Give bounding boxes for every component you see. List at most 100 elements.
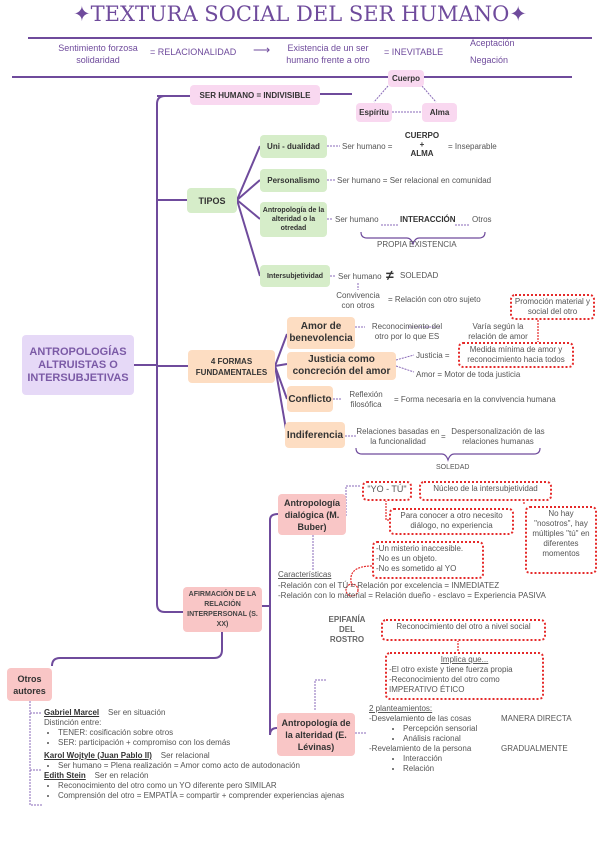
text: CUERPO xyxy=(404,131,440,140)
text: 2 planteamientos: xyxy=(369,704,433,713)
epifania: EPIFANÍA DEL ROSTRO xyxy=(328,615,366,644)
amor-benevolencia-node: Amor de benevolencia xyxy=(287,317,355,349)
text: INTERACCIÓN xyxy=(400,215,456,224)
indivisible-node: SER HUMANO = INDIVISIBLE xyxy=(190,85,320,105)
text: Amor = Motor de toda justicia xyxy=(416,370,521,379)
cuerpo-node: Cuerpo xyxy=(388,70,424,87)
text: Ser en relación xyxy=(94,771,149,780)
list-item: Reconocimiento del otro como un YO difer… xyxy=(58,781,344,791)
text: Ser humano xyxy=(338,272,382,281)
text: Reflexión filosófica xyxy=(349,390,383,409)
nohay-note: No hay "nosotros", hay múltiples "tú" en… xyxy=(525,506,597,574)
afirmacion-node: AFIRMACIÓN DE LA RELACIÓN INTERPERSONAL … xyxy=(183,587,262,632)
text: + xyxy=(419,140,425,149)
text: Otros xyxy=(472,215,492,224)
text: solidaridad xyxy=(76,55,120,65)
text: -Revelamiento de la persona xyxy=(369,744,472,753)
yo-tu-note: "YO - TÚ" xyxy=(362,481,412,501)
alteridad-otredad-node: Antropología de la alteridad o la otreda… xyxy=(260,202,327,237)
text: = Relación con otro sujeto xyxy=(388,295,481,304)
implica-note: Implica que...-El otro existe y tiene fu… xyxy=(385,652,544,700)
justicia-node: Justicia como concreción del amor xyxy=(287,352,396,380)
list-item: Interacción xyxy=(403,754,477,764)
tipos-node: TIPOS xyxy=(187,188,237,213)
list-item: Análisis racional xyxy=(403,734,477,744)
text: -No es sometido al YO xyxy=(376,564,457,573)
conocer-note: Para conocer a otro necesito diálogo, no… xyxy=(389,508,514,535)
text: Ser humano = Ser relacional en comunidad xyxy=(337,176,492,185)
promocion-note: Promoción material y social del otro xyxy=(510,294,595,320)
text: Implica que... xyxy=(440,655,489,664)
text: ALMA xyxy=(410,149,434,158)
text: -El otro existe y tiene fuerza propia xyxy=(389,665,513,674)
conflicto-node: Conflicto xyxy=(287,386,333,412)
text: -Reconocimiento del otro como IMPERATIVO… xyxy=(389,675,500,694)
list-item: Ser humano = Plena realización = Amor co… xyxy=(58,761,344,771)
header-solidaridad: Sentimiento forzosa solidaridad xyxy=(48,42,148,66)
header-relacionalidad: = RELACIONALIDAD xyxy=(150,47,237,57)
text: Ser humano = xyxy=(342,142,393,151)
recon-note: Reconocimiento del otro a nivel social xyxy=(381,619,546,641)
misterio-note: -Un misterio inaccesible.-No es un objet… xyxy=(372,541,484,579)
author-name: Karol Wojtyle (Juan Pablo II) xyxy=(44,751,152,760)
espiritu-node: Espíritu xyxy=(356,103,392,122)
text: -Desvelamiento de las cosas xyxy=(369,714,472,723)
formas-node: 4 FORMAS FUNDAMENTALES xyxy=(188,350,275,383)
buber-node: Antropología dialógica (M. Buber) xyxy=(278,494,346,535)
intersubjetividad-node: Intersubjetividad xyxy=(260,265,330,287)
list-item: Comprensión del otro = EMPATÍA = compart… xyxy=(58,791,344,801)
text: Sentimiento forzosa xyxy=(58,43,138,53)
text: Ser en situación xyxy=(108,708,166,717)
text: Existencia de un ser xyxy=(287,43,369,53)
text: PROPIA EXISTENCIA xyxy=(377,240,457,249)
otros-autores-node: Otros autores xyxy=(7,668,52,701)
text: = Forma necesaria en la convivencia huma… xyxy=(394,395,556,404)
arrow-icon: ⟶ xyxy=(253,43,271,57)
text: Ser relacional xyxy=(160,751,210,760)
text: = xyxy=(441,432,446,441)
personalismo-node: Personalismo xyxy=(260,169,327,192)
list-item: TENER: cosificación sobre otros xyxy=(58,728,344,738)
text: Reconocimiento del otro por lo que ES xyxy=(371,322,443,341)
text: Justicia = xyxy=(416,351,450,360)
text: SOLEDAD xyxy=(436,464,470,471)
list-item: Percepción sensorial xyxy=(403,724,477,734)
list-item: Relación xyxy=(403,764,477,774)
marcel-block: Gabriel Marcel Ser en situación Distinci… xyxy=(44,708,344,801)
header-negacion: Negación xyxy=(470,55,509,65)
cuerpo-alma: CUERPO+ALMA xyxy=(402,131,442,158)
author-name: Gabriel Marcel xyxy=(44,708,100,717)
text: GRADUALMENTE xyxy=(501,744,568,753)
alma-node: Alma xyxy=(422,103,457,122)
not-equal-icon: ≠ xyxy=(386,267,394,283)
text: -No es un objeto. xyxy=(376,554,437,563)
author-name: Edith Stein xyxy=(44,771,86,780)
text: Convivencia xyxy=(336,291,380,300)
uni-dualidad-node: Uni - dualidad xyxy=(260,135,327,158)
text: con otros xyxy=(341,301,375,310)
text: Varía según la relación de amor xyxy=(468,322,528,341)
medida-note: Medida mínima de amor y reconocimiento h… xyxy=(458,342,574,368)
levinas-node: Antropología de la alteridad (E. Lévinas… xyxy=(277,713,355,756)
text: humano frente a otro xyxy=(286,55,370,65)
root-node: ANTROPOLOGÍAS ALTRUISTAS O INTERSUBJETIV… xyxy=(22,335,134,395)
header-existencia: Existencia de un ser humano frente a otro xyxy=(274,42,382,66)
text: Relaciones basadas en la funcionalidad xyxy=(356,427,440,446)
text: = Relación por excelencia = INMEDIATEZ xyxy=(348,581,500,590)
header-aceptacion: Aceptación xyxy=(470,38,515,48)
text: TÚ xyxy=(337,581,349,590)
nucleo-note: Núcleo de la intersubjetividad xyxy=(419,481,552,501)
text: -Un misterio inaccesible. xyxy=(376,544,464,553)
text: -Relación con el xyxy=(278,581,338,590)
indiferencia-node: Indiferencia xyxy=(285,422,345,448)
text: -Relación con el TÚ = Relación por excel… xyxy=(278,581,499,591)
list-item: SER: participación + compromiso con los … xyxy=(58,738,344,748)
text: Despersonalización de las relaciones hum… xyxy=(451,427,545,446)
text: Características xyxy=(278,570,332,579)
text: MANERA DIRECTA xyxy=(501,714,572,723)
text: Distinción entre: xyxy=(44,718,102,727)
planteamientos: 2 planteamientos: -Desvelamiento de las … xyxy=(369,704,572,774)
page-title: ✦TEXTURA SOCIAL DEL SER HUMANO✦ xyxy=(73,2,527,26)
